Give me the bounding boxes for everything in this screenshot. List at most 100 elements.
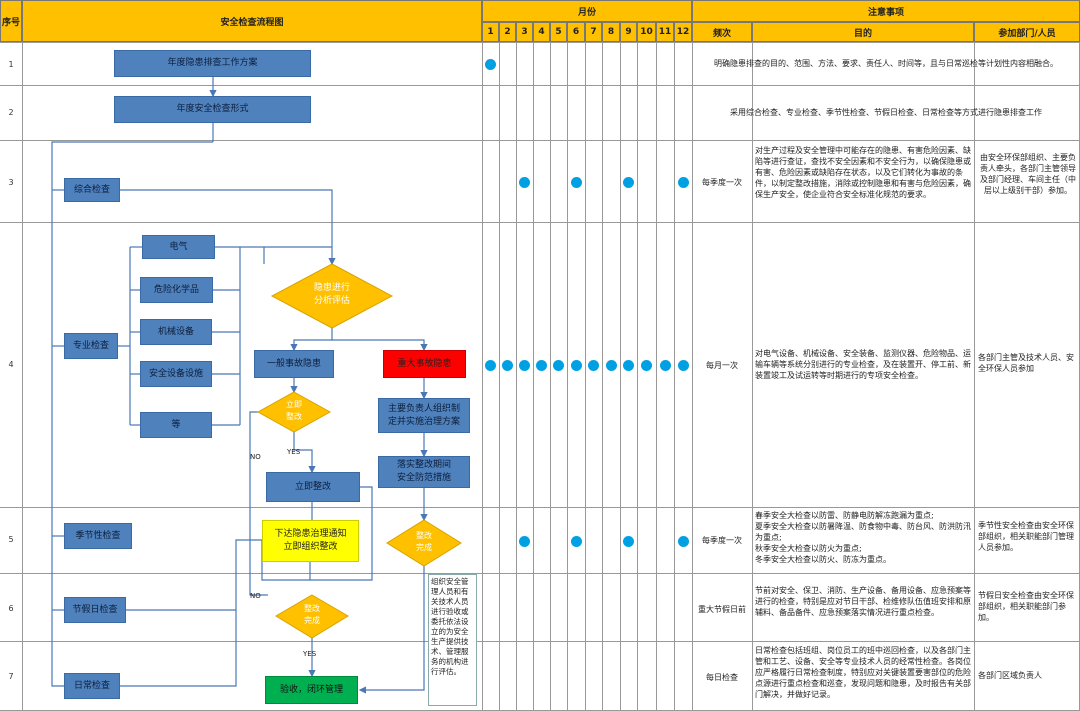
freq-5: 每季度一次	[702, 536, 742, 545]
col-line	[533, 42, 534, 710]
flow-safety-facility: 安全设备设施	[140, 361, 212, 387]
month-header-1: 1	[482, 22, 499, 42]
month-dot	[623, 176, 634, 188]
freq-4: 每月一次	[706, 361, 738, 370]
flow-major-hazard: 重大事故隐患	[383, 350, 466, 378]
evaluation-note: 组织安全管理人员和有关技术人员进行验收或委托依法设立的为安全生产提供技术、管理服…	[428, 574, 477, 706]
flow-holiday: 节假日检查	[64, 597, 126, 623]
diamond-done-right-text: 整改 完成	[416, 531, 432, 552]
label-no-1: NO	[250, 453, 261, 461]
month-dot	[570, 359, 582, 371]
diamond-done-left	[275, 594, 349, 639]
flow-electric: 电气	[142, 235, 215, 259]
col-line	[550, 42, 551, 710]
col-line	[974, 42, 975, 710]
diamond-done-left-text: 整改 完成	[304, 604, 320, 625]
col-line	[637, 42, 638, 710]
freq-6: 重大节假日前	[698, 605, 746, 614]
col-line	[482, 42, 483, 710]
col-line	[692, 42, 693, 710]
purpose-3: 对生产过程及安全管理中可能存在的隐患、有害危险因素、缺陷等进行查证，查找不安全因…	[755, 146, 971, 199]
col-line	[22, 42, 23, 710]
header-purpose-text: 目的	[853, 28, 872, 39]
flow-immediate-fix: 立即整改	[266, 472, 360, 502]
header-freq-text: 频次	[712, 28, 731, 39]
purpose-7: 日常检查包括班组、岗位员工的班中巡回检查，以及各部门主管和工艺、设备、安全等专业…	[755, 646, 971, 699]
flow-daily: 日常检查	[64, 673, 120, 699]
flow-accept: 验收，闭环管理	[265, 676, 358, 704]
row-num-7: 7	[8, 672, 14, 681]
row-line	[0, 641, 1080, 642]
header-month-text: 月份	[577, 7, 596, 18]
row-num-4: 4	[8, 360, 14, 369]
row-num-5: 5	[8, 535, 14, 544]
row-line	[0, 507, 1080, 508]
diamond-immediate	[256, 391, 332, 433]
month-header-5: 5	[550, 22, 567, 42]
row-num-6: 6	[8, 604, 14, 613]
diamond-immediate-text: 立即 整改	[286, 400, 302, 421]
col-line	[656, 42, 657, 710]
header-dept: 参加部门/人员	[974, 22, 1080, 42]
label-yes-2: YES	[303, 650, 317, 658]
month-dot	[588, 359, 599, 371]
flow-notice-text: 下达隐患治理通知 立即组织整改	[274, 529, 347, 552]
flow-hazchem: 危险化学品	[140, 277, 213, 303]
flow-general-hazard: 一般事故隐患	[254, 350, 334, 378]
flow-major-plan: 主要负责人组织制 定并实施治理方案	[378, 398, 470, 433]
month-dot	[605, 359, 617, 371]
purpose-2: 采用综合检查、专业检查、季节性检查、节假日检查、日常检查等方式进行隐患排查工作	[730, 108, 1042, 117]
diamond-done-right	[386, 519, 462, 567]
flow-annual-form: 年度安全检查形式	[114, 96, 311, 123]
month-dot	[641, 359, 652, 371]
label-yes-1: YES	[287, 448, 301, 456]
month-dot	[570, 176, 582, 188]
freq-3: 每季度一次	[702, 178, 742, 187]
header-seq: 序号	[0, 0, 22, 42]
month-dot	[623, 535, 634, 547]
month-dot	[485, 58, 496, 70]
month-header-6: 6	[567, 22, 585, 42]
header-notes: 注意事项	[692, 0, 1080, 22]
flow-professional: 专业检查	[64, 333, 118, 359]
col-line	[516, 42, 517, 710]
col-line	[752, 42, 753, 710]
flow-major-plan-text: 主要负责人组织制 定并实施治理方案	[387, 403, 460, 427]
month-dot	[519, 535, 530, 547]
dept-5: 季节性安全检查由安全环保部组织，相关职能部门管理人员参加。	[978, 521, 1074, 552]
col-line	[620, 42, 621, 710]
purpose-6: 节前对安全、保卫、消防、生产设备、备用设备、应急预案等进行的检查，特别是应对节日…	[755, 586, 971, 617]
month-dot	[519, 176, 530, 188]
flow-comprehensive: 综合检查	[64, 178, 120, 202]
header-flow-text: 安全检查流程图	[220, 17, 284, 28]
flow-etc: 等	[140, 412, 212, 438]
col-line	[567, 42, 568, 710]
month-dot	[677, 535, 689, 547]
month-header-12: 12	[674, 22, 692, 42]
month-dot	[677, 176, 689, 188]
header-notes-text: 注意事项	[867, 7, 904, 18]
row-line	[0, 140, 1080, 141]
purpose-1: 明确隐患排查的目的、范围、方法、要求、责任人、时间等，且与日常巡检等计划性内容相…	[714, 59, 1058, 68]
flow-annual-plan: 年度隐患排查工作方案	[114, 50, 311, 77]
row-num-1: 1	[8, 60, 14, 69]
header-month: 月份	[482, 0, 692, 22]
row-line	[0, 42, 1080, 43]
header-purpose: 目的	[752, 22, 974, 42]
month-header-2: 2	[499, 22, 516, 42]
col-line	[585, 42, 586, 710]
month-dot	[659, 359, 671, 371]
col-line	[674, 42, 675, 710]
month-header-4: 4	[533, 22, 550, 42]
month-dot	[553, 359, 564, 371]
header-freq: 频次	[692, 22, 752, 42]
month-header-8: 8	[602, 22, 620, 42]
header-dept-text: 参加部门/人员	[998, 28, 1056, 39]
month-header-9: 9	[620, 22, 637, 42]
freq-7: 每日检查	[706, 673, 738, 682]
month-header-7: 7	[585, 22, 602, 42]
month-header-3: 3	[516, 22, 533, 42]
dept-6: 节假日安全检查由安全环保部组织，相关职能部门参加。	[978, 591, 1074, 622]
row-line	[0, 573, 1080, 574]
dept-3: 由安全环保部组织、主要负责人牵头，各部门主管领导及部门经理、车间主任（中层以上级…	[980, 153, 1076, 195]
